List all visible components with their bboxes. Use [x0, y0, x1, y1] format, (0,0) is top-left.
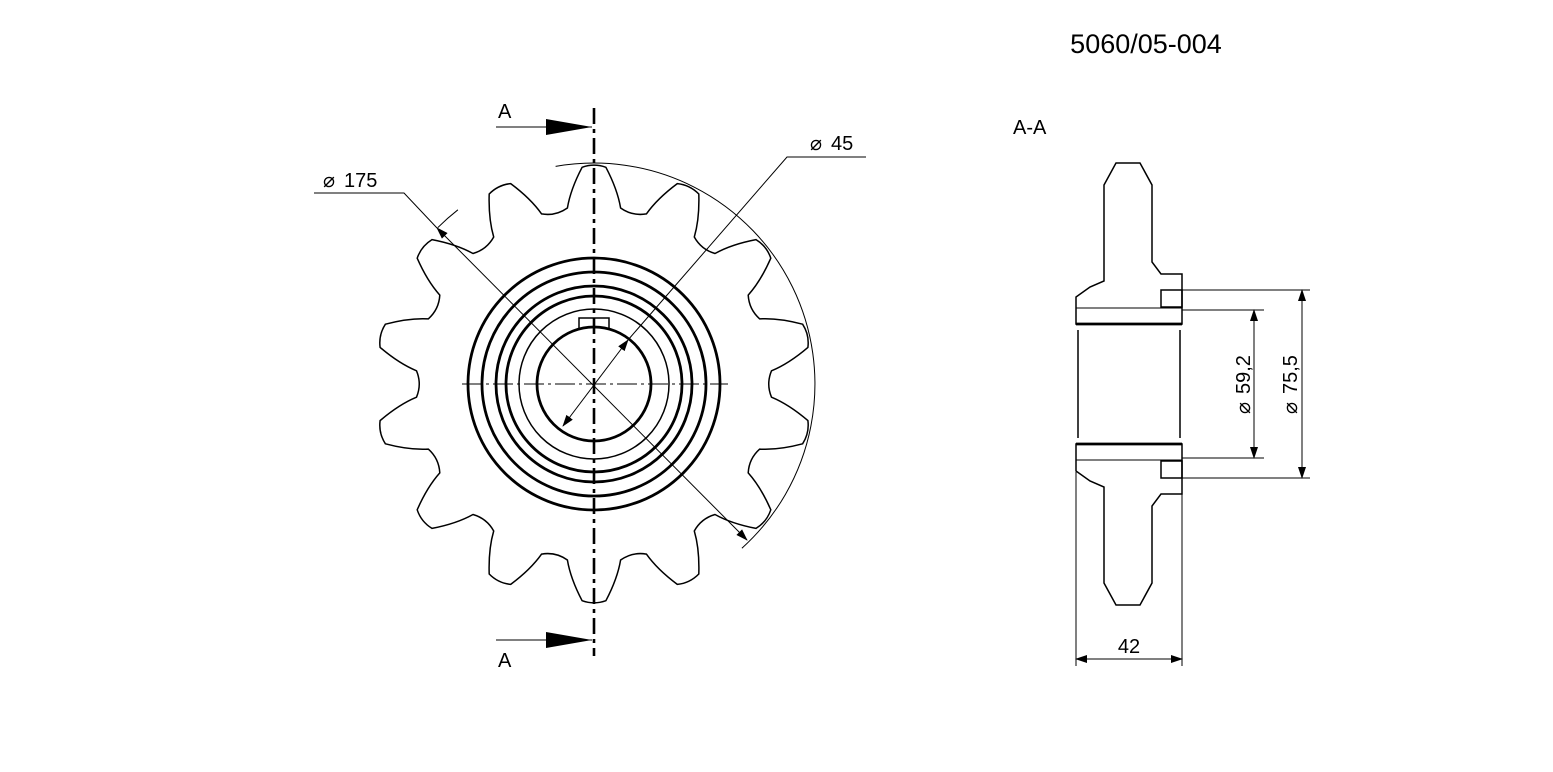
bore-diameter-value: 59,2 — [1233, 355, 1255, 394]
outer-diameter-symbol: ⌀ — [323, 170, 335, 192]
section-upper-half — [1075, 162, 1183, 325]
groove-top — [1160, 289, 1183, 308]
section-marker-top: A — [498, 101, 512, 123]
sprocket-outline — [379, 164, 809, 604]
outer-diameter-dimension-line — [436, 227, 748, 541]
section-lower-half — [1075, 443, 1183, 606]
section-view: A-A ⌀ 59,2 ⌀ 75,5 42 — [1013, 117, 1310, 666]
outer-diameter-leader — [314, 192, 438, 229]
outer-diameter-arc-segment — [437, 209, 459, 229]
groove-bottom — [1160, 460, 1183, 479]
inner-diameter-leader — [627, 156, 866, 341]
hub-diameter-value: 75,5 — [1280, 355, 1302, 394]
section-arrow-top-icon — [546, 119, 592, 135]
section-marker-bottom: A — [498, 650, 512, 672]
inner-diameter-dimension-line — [562, 339, 629, 427]
drawing-number: 5060/05-004 — [1070, 29, 1222, 59]
hub-diameter-symbol: ⌀ — [1280, 402, 1302, 414]
outer-diameter-arc — [555, 162, 816, 549]
inner-diameter-symbol: ⌀ — [810, 133, 822, 155]
section-view-label: A-A — [1013, 117, 1047, 139]
front-view: A A ⌀ 175 ⌀ 45 — [314, 101, 866, 672]
width-value: 42 — [1118, 636, 1140, 658]
inner-diameter-value: 45 — [831, 133, 853, 155]
bore-diameter-symbol: ⌀ — [1233, 402, 1255, 414]
outer-diameter-value: 175 — [344, 170, 377, 192]
section-arrow-bottom-icon — [546, 632, 592, 648]
